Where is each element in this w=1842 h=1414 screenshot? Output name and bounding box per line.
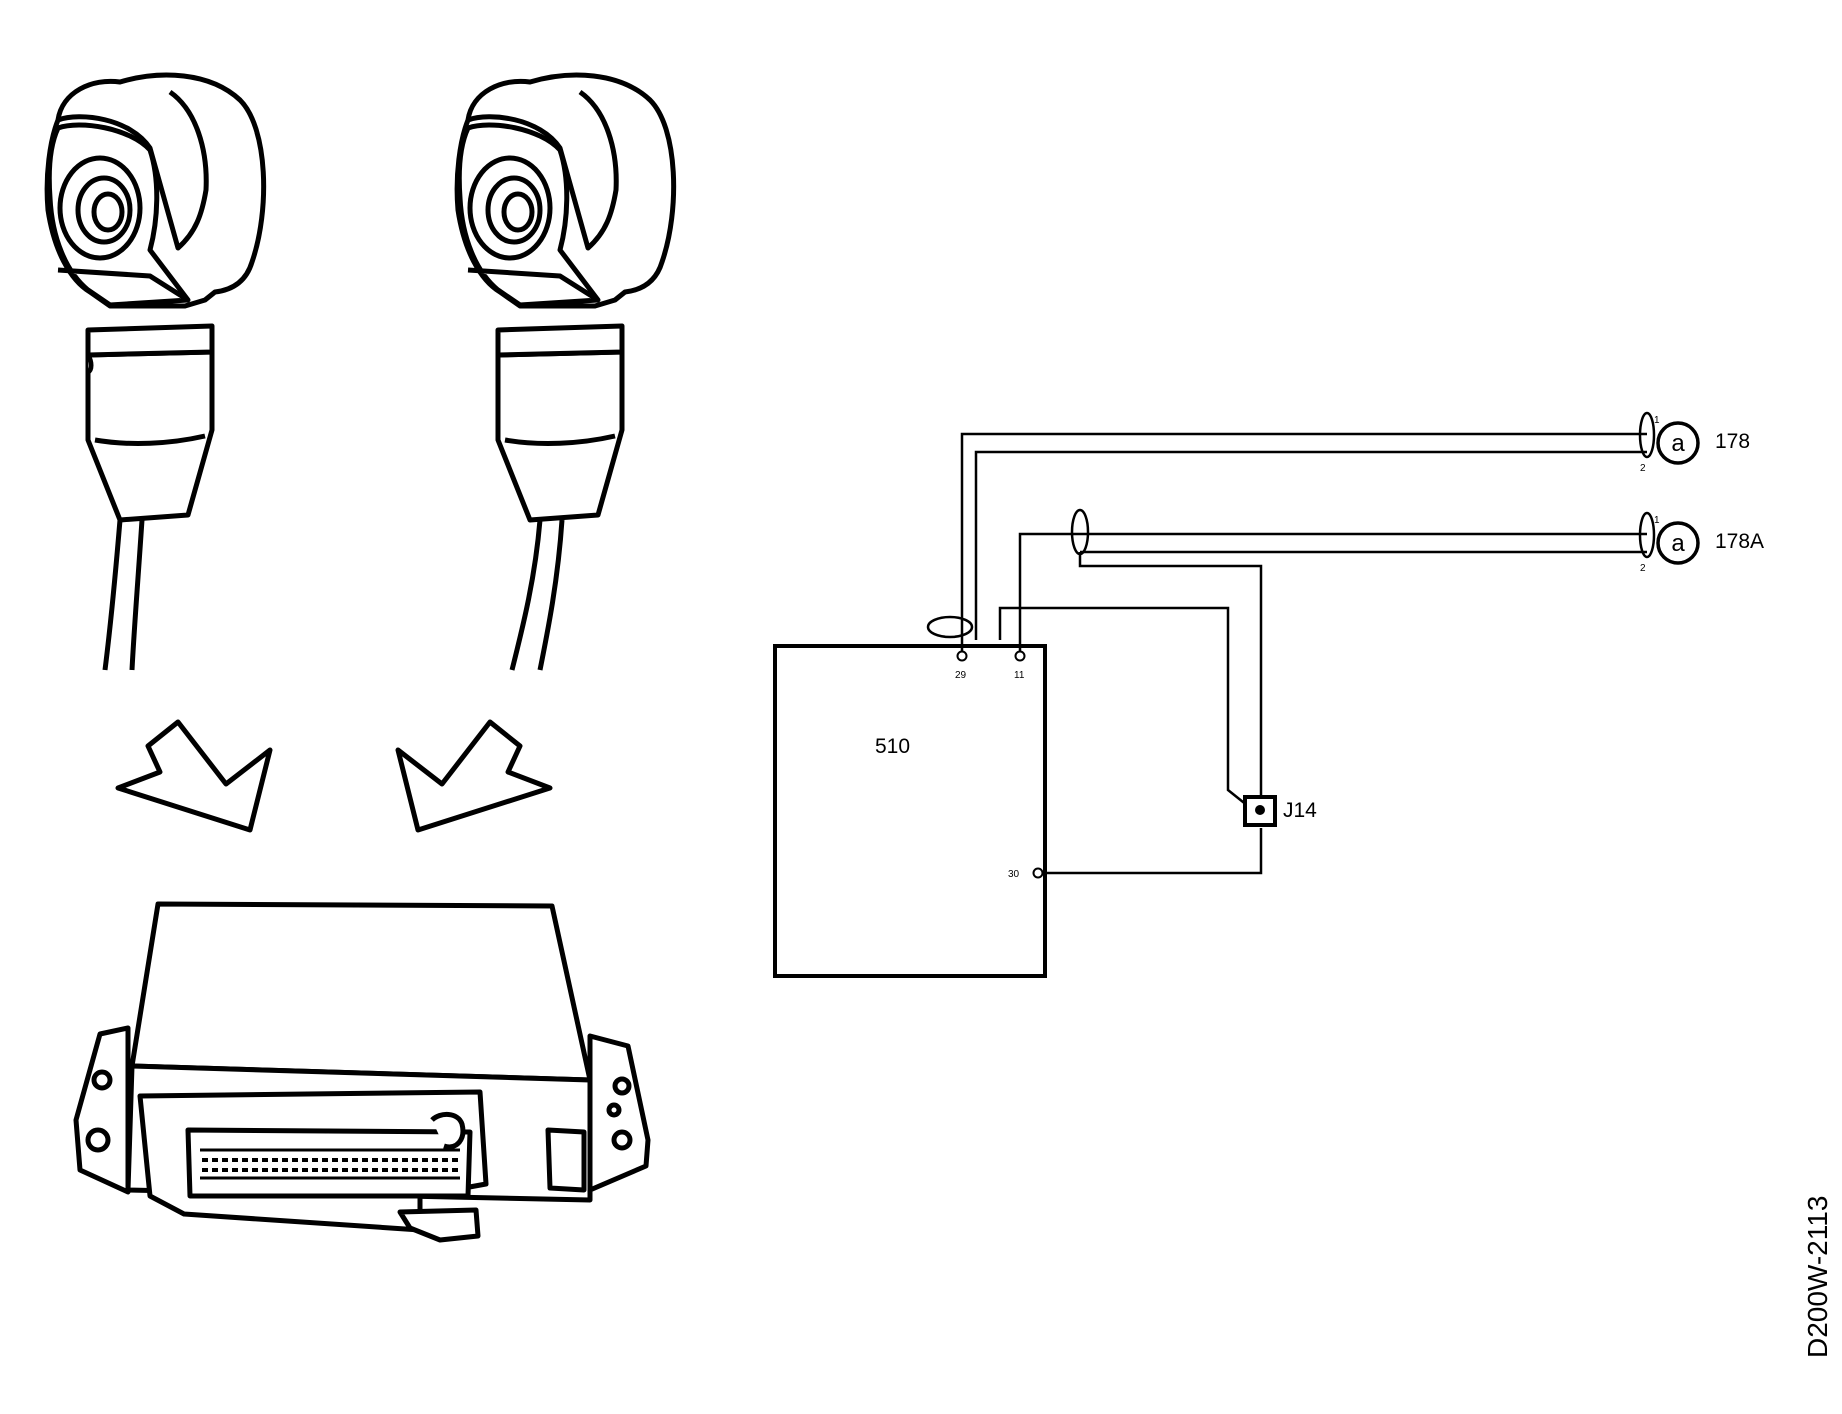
pin-11-label: 11	[1014, 670, 1025, 681]
control-unit-label: 510	[875, 735, 910, 758]
sensor-178A-pin1-label: 1	[1654, 515, 1660, 526]
shield-ellipse-178A-cable	[1070, 508, 1090, 556]
sensor-178-label: 178	[1715, 430, 1750, 453]
control-unit-box	[773, 644, 1047, 978]
sensor-178A-label: 178A	[1715, 530, 1764, 553]
wire-178-pin1	[960, 432, 1647, 652]
shield-ellipse-178	[1638, 411, 1656, 459]
junction-j14-label: J14	[1283, 799, 1317, 822]
knock-sensor-illustration-right	[454, 72, 677, 671]
wire-178A-pin1	[1018, 532, 1647, 652]
wire-shield-to-j14	[1078, 552, 1263, 800]
sensor-178-symbol: a	[1656, 421, 1700, 465]
sensor-178-pin2-label: 2	[1640, 463, 1646, 474]
pin-29-label: 29	[955, 670, 967, 681]
arrow-right-down-icon	[395, 719, 553, 833]
sensor-178A-symbol: a	[1656, 521, 1700, 565]
control-unit-illustration	[73, 901, 651, 1243]
sensor-178A-pin2-label: 2	[1640, 563, 1646, 574]
wire-178-pin2	[974, 450, 1647, 640]
shield-ellipse-178A	[1638, 511, 1656, 559]
sensor-178A-symbol-letter: a	[1671, 530, 1685, 557]
sensor-178-pin1-label: 1	[1654, 415, 1660, 426]
arrow-left-down-icon	[115, 719, 273, 833]
wire-j14-to-pin30	[1044, 828, 1263, 875]
junction-j14-dot	[1255, 805, 1265, 815]
wiring	[960, 432, 1647, 875]
pin-29-terminal	[956, 650, 968, 662]
figure-code: D200W-2113	[1802, 1196, 1833, 1358]
pin-30-label: 30	[1008, 869, 1020, 880]
pin-30-terminal	[1032, 867, 1044, 879]
wire-ecu-to-j14	[998, 606, 1249, 807]
shield-ellipse-ecu	[926, 615, 974, 639]
knock-sensor-illustration-left	[44, 72, 267, 671]
sensor-178-symbol-letter: a	[1671, 430, 1685, 457]
pin-11-terminal	[1014, 650, 1026, 662]
